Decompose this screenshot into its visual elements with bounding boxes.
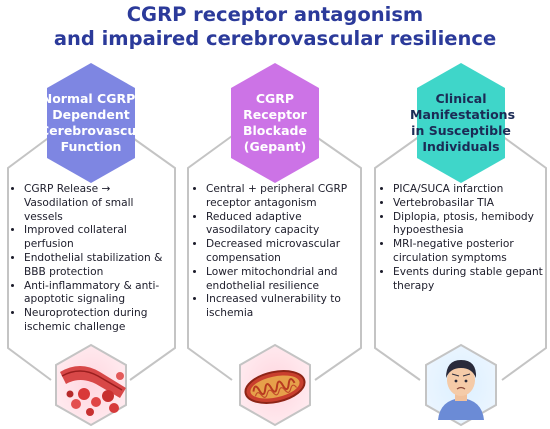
column-2-outline [187, 135, 233, 381]
column-3-heading-line: Clinical [435, 91, 487, 106]
column-3-outline [374, 135, 421, 381]
column-1-heading-line: Normal CGRP- [41, 91, 141, 106]
column-3-header-hexagon [417, 63, 505, 183]
list-item: Central + peripheral CGRP receptor antag… [206, 183, 362, 211]
list-item: Increased vulnerability to ischemia [206, 293, 362, 321]
list-item: Events during stable gepant therapy [393, 266, 545, 294]
column-1-outline-right [129, 135, 176, 381]
list-item: Anti-inflammatory & anti-apoptotic signa… [24, 280, 172, 308]
list-item: Improved collateral perfusion [24, 224, 172, 252]
column-1-heading: Normal CGRP- Dependent Cerebrovascular F… [40, 91, 156, 155]
column-3-outline-right [501, 135, 547, 381]
list-item: Lower mitochondrial and endothelial resi… [206, 266, 362, 294]
column-1-heading-line: Dependent [52, 107, 130, 122]
list-item: Vertebrobasilar TIA [393, 197, 545, 211]
patient-icon [438, 360, 484, 420]
blood-vessel-icon [60, 366, 126, 416]
column-2-heading-line: (Gepant) [243, 139, 307, 154]
list-item: Neuroprotection during ischemic challeng… [24, 307, 172, 335]
list-item: Endothelial stabilization & BBB protecti… [24, 252, 172, 280]
column-2-header-hexagon [231, 63, 319, 183]
column-3-heading-line: Individuals [422, 139, 500, 154]
column-2-outline-right [314, 135, 362, 381]
column-2-list: Central + peripheral CGRP receptor antag… [193, 183, 362, 321]
column-3-heading-line: Manifestations [410, 107, 516, 122]
column-2-heading: CGRP Receptor Blockade (Gepant) [224, 91, 326, 155]
list-item: Reduced adaptive vasodilatory capacity [206, 211, 362, 239]
list-item: Decreased microvascular compensation [206, 238, 362, 266]
column-1-heading-line: Cerebrovascular [40, 123, 156, 138]
column-1-header-hexagon [47, 63, 135, 183]
column-2-heading-line: Receptor [243, 107, 307, 122]
column-1-list: CGRP Release → Vasodilation of small ves… [11, 183, 172, 335]
list-item: MRI-negative posterior circulation sympt… [393, 238, 545, 266]
column-2-heading-line: Blockade [243, 123, 307, 138]
diagram-title-line-2: and impaired cerebrovascular resilience [53, 27, 497, 50]
mitochondrion-icon [244, 370, 306, 404]
list-item: Diplopia, ptosis, hemibody hypoesthesia [393, 211, 545, 239]
column-1-outline [7, 135, 52, 381]
column-1-heading-line: Function [60, 139, 122, 154]
column-3-heading: Clinical Manifestations in Susceptible I… [410, 91, 516, 155]
column-3-heading-line: in Susceptible [411, 123, 511, 138]
column-2-heading-line: CGRP [255, 91, 295, 106]
list-item: CGRP Release → Vasodilation of small ves… [24, 183, 172, 224]
column-3-list: PICA/SUCA infarction Vertebrobasilar TIA… [380, 183, 545, 293]
list-item: PICA/SUCA infarction [393, 183, 545, 197]
diagram-title-line-1: CGRP receptor antagonism [126, 3, 424, 26]
